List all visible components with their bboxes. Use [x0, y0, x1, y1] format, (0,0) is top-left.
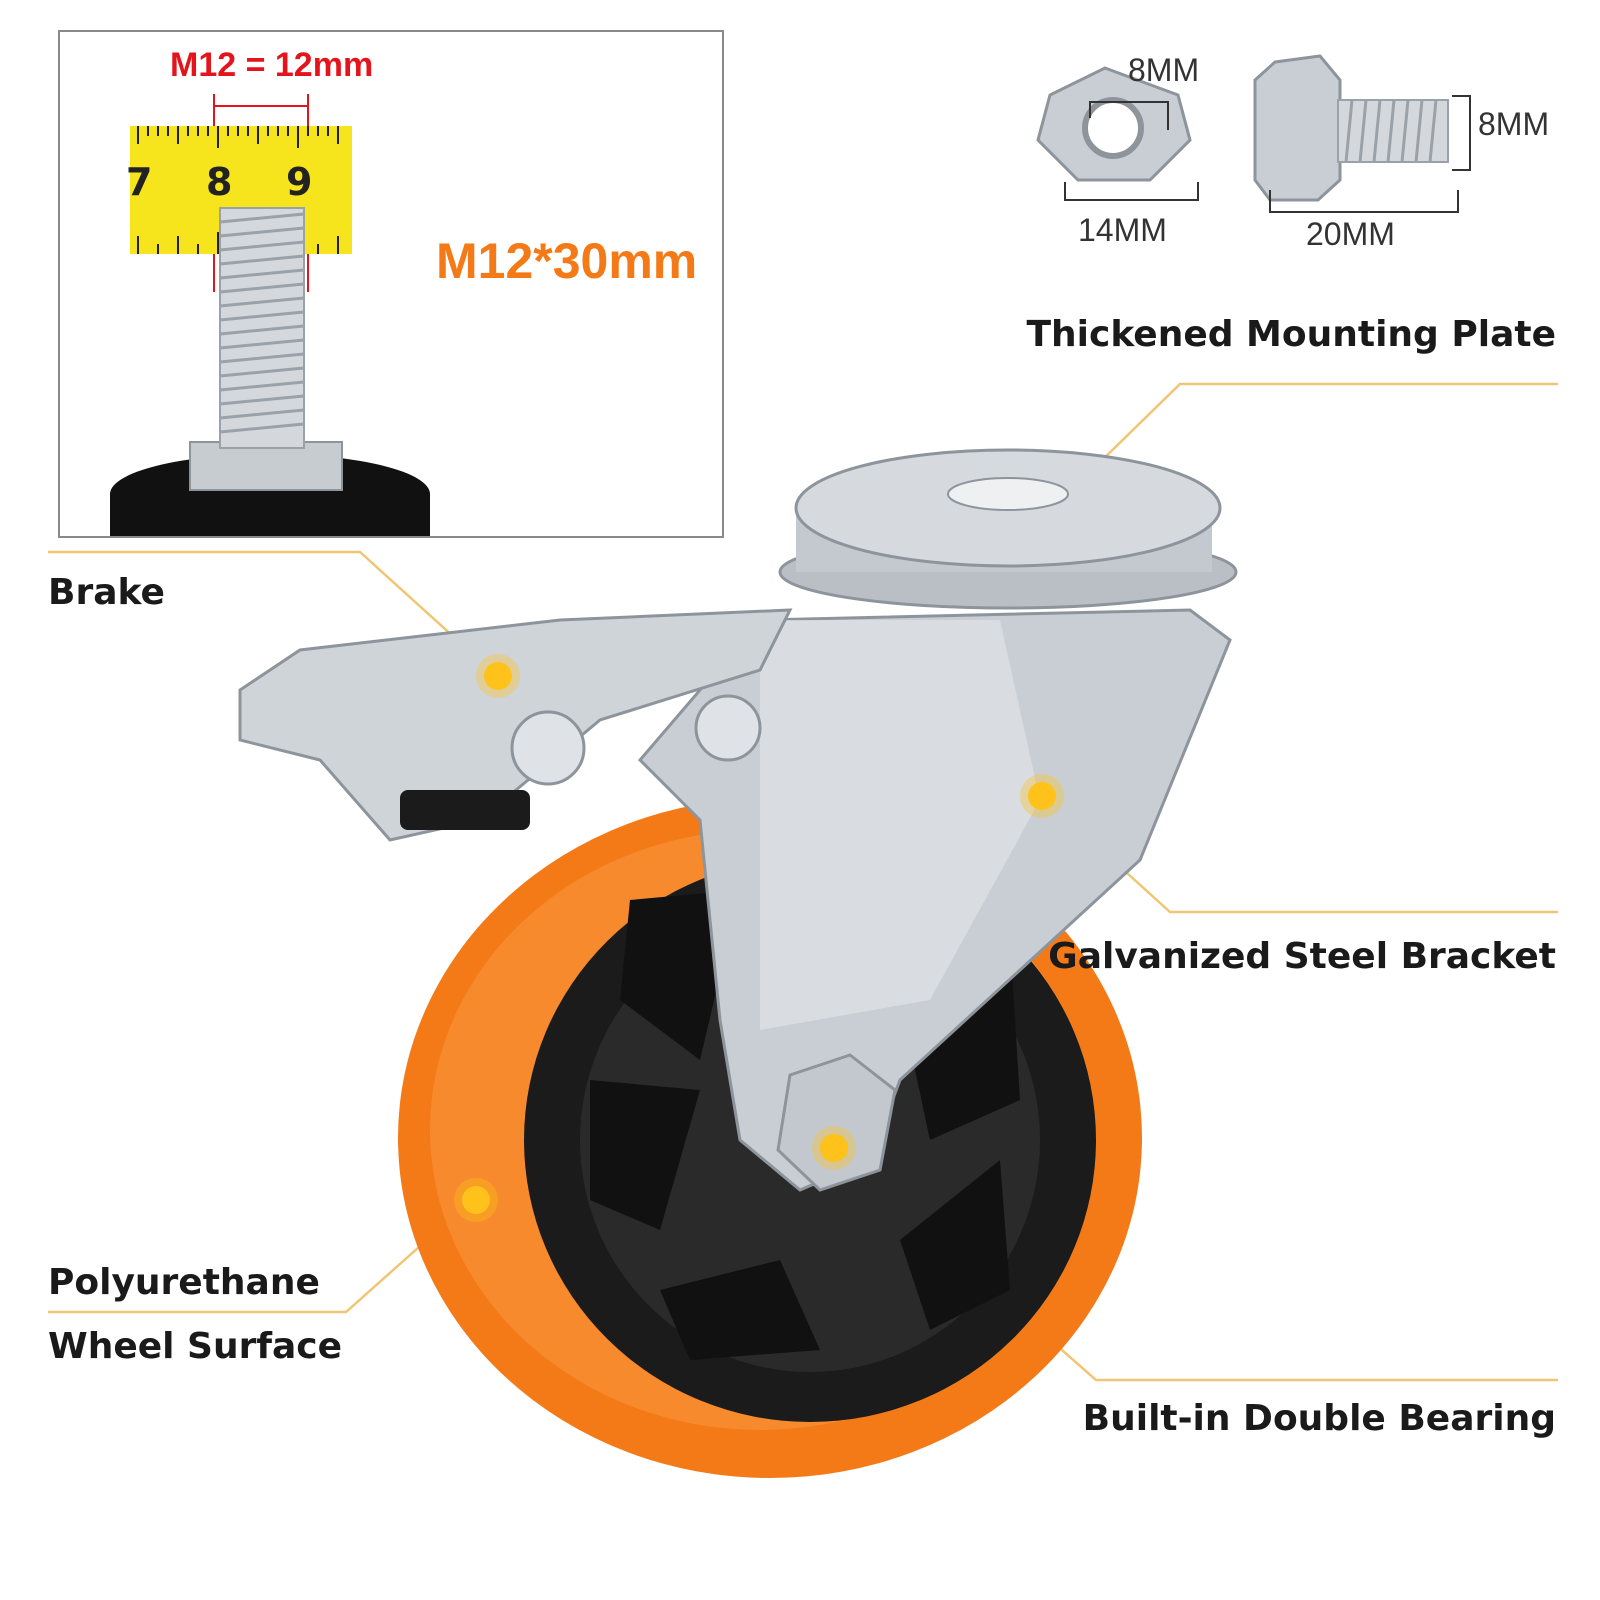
bolt-length-dimension: 20MM [1306, 216, 1395, 252]
ruler-number-8: 8 [206, 160, 233, 204]
wheel-surface-callout-dot [462, 1186, 490, 1214]
thread-diameter-label: M12 = 12mm [170, 46, 374, 84]
bracket-callout-dot [1028, 782, 1056, 810]
nut-inner-dimension: 8MM [1128, 52, 1200, 88]
hex-nut-illustration [1036, 66, 1199, 201]
bracket-label: Galvanized Steel Bracket [1048, 936, 1556, 977]
threaded-stem-illustration [110, 94, 430, 536]
ruler-number-9: 9 [286, 160, 313, 204]
stem-inset: 7 8 9 M12 = 12mm M12*30mm [58, 30, 724, 538]
mounting-plate-label: Thickened Mounting Plate [1026, 314, 1556, 355]
bearing-label: Built-in Double Bearing [1082, 1398, 1556, 1439]
nut-outer-dimension: 14MM [1078, 212, 1167, 248]
wheel-surface-label-line2: Wheel Surface [48, 1326, 343, 1367]
bolt-diameter-dimension: 8MM [1478, 106, 1550, 142]
mounting-plate-illustration [778, 448, 1238, 610]
bearing-callout-dot [820, 1134, 848, 1162]
brake-label: Brake [48, 572, 165, 613]
stem-size-label: M12*30mm [436, 233, 698, 289]
hex-bolt-illustration [1253, 54, 1471, 213]
wheel-surface-label-line1: Polyurethane [48, 1262, 320, 1303]
ruler-number-7: 7 [126, 160, 153, 204]
brake-callout-dot [484, 662, 512, 690]
bracket-illustration [238, 608, 1232, 1192]
